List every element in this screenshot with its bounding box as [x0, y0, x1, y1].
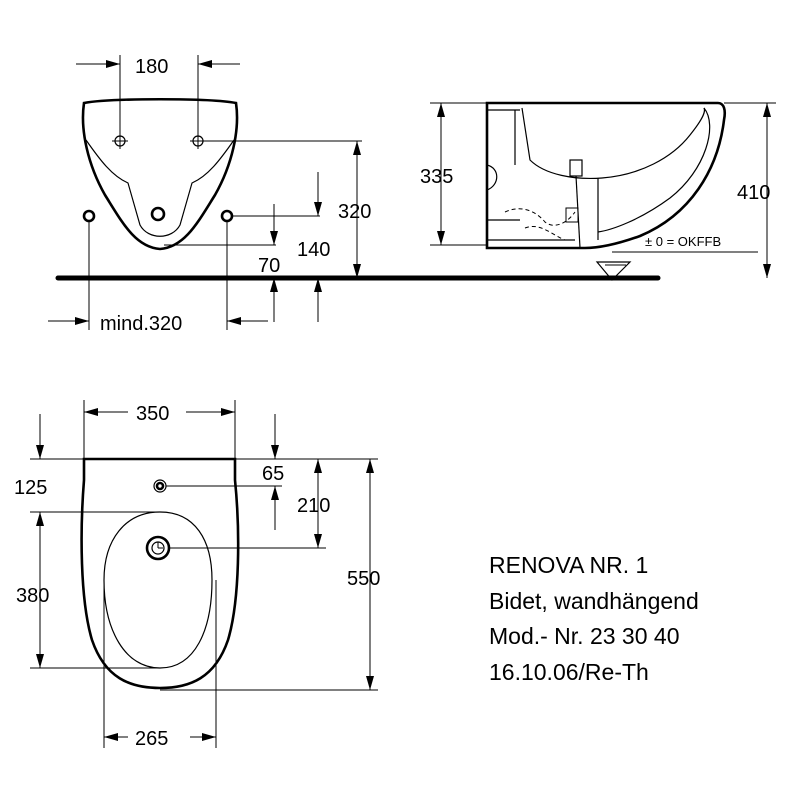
- floor-reference-label: ± 0 = OKFFB: [645, 234, 721, 249]
- dim-550: 550: [347, 568, 380, 590]
- front-bowl-contour: [85, 139, 235, 237]
- side-bidet-outline: [485, 101, 727, 250]
- dim-70: 70: [258, 255, 280, 277]
- dim-65: 65: [262, 463, 284, 485]
- dim-320: 320: [338, 201, 371, 223]
- dim-mind320: mind.320: [100, 313, 182, 335]
- revision-date: 16.10.06/Re-Th: [489, 659, 649, 685]
- product-name: RENOVA NR. 1: [489, 552, 648, 578]
- top-bidet-outline: [80, 457, 240, 690]
- top-bowl: [103, 511, 213, 669]
- dim-140: 140: [297, 239, 330, 261]
- side-bowl-inner: [521, 107, 706, 180]
- top-tap-hole-inner: [155, 481, 165, 491]
- top-view: 350 125 65 210 550 380: [14, 400, 380, 750]
- side-bowl-rim: [597, 107, 711, 233]
- dim-350: 350: [136, 403, 169, 425]
- supply-connection-left: [82, 209, 96, 223]
- drain-connection: [150, 206, 166, 222]
- dim-335: 335: [420, 166, 453, 188]
- model-number: Mod.- Nr. 23 30 40: [489, 623, 680, 649]
- side-view: 335 410 ± 0 = OKFFB: [420, 101, 776, 281]
- dim-210: 210: [297, 495, 330, 517]
- front-bidet-outline: [81, 97, 239, 251]
- dim-180: 180: [135, 56, 168, 78]
- dim-380: 380: [16, 585, 49, 607]
- side-drain-socket: [569, 159, 583, 177]
- dim-410: 410: [737, 182, 770, 204]
- supply-connection-right: [220, 209, 234, 223]
- dim-125: 125: [14, 477, 47, 499]
- product-info: RENOVA NR. 1 Bidet, wandhängend Mod.- Nr…: [489, 552, 699, 685]
- dim-265: 265: [135, 728, 168, 750]
- side-trap-dashed: [504, 208, 576, 241]
- front-view: 180 320 140 70 mind.320: [48, 55, 661, 335]
- product-description: Bidet, wandhängend: [489, 588, 699, 614]
- floor-marker: [595, 261, 632, 281]
